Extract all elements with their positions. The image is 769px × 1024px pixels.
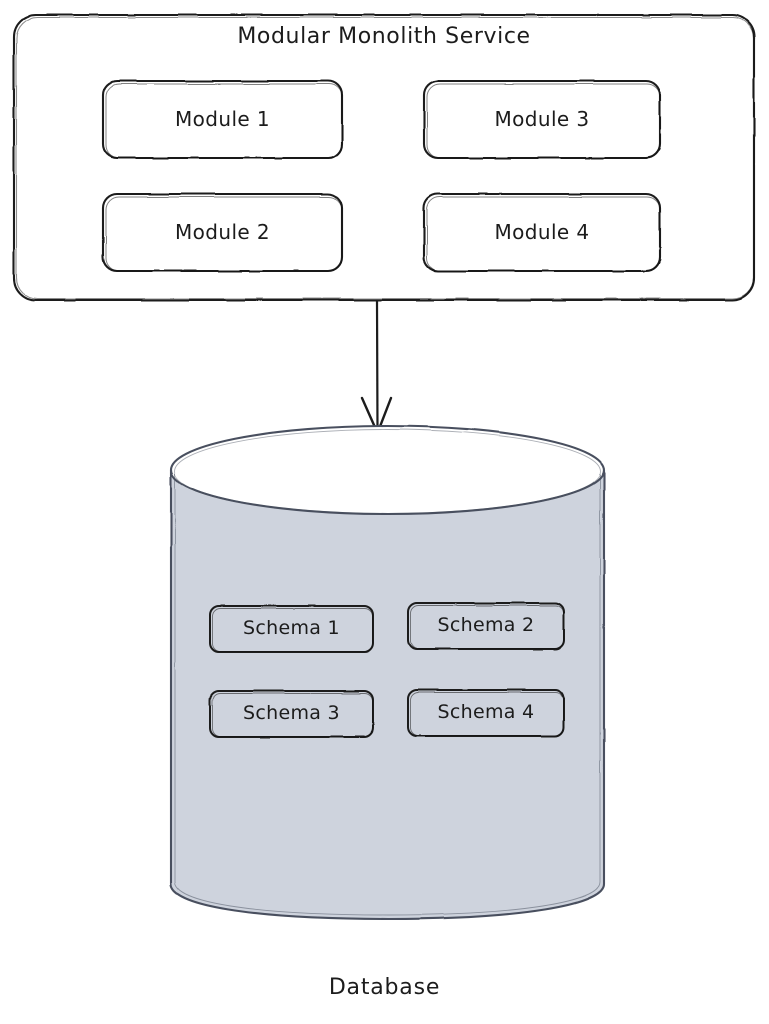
module-box-module-4[interactable]: [422, 192, 662, 273]
schema-box-schema-2[interactable]: [407, 602, 565, 650]
schema-box-schema-4[interactable]: [407, 689, 565, 737]
database-caption: Database: [328, 975, 441, 1000]
page-title: Modular Monolith Service: [237, 24, 531, 49]
module-box-module-2[interactable]: [101, 192, 344, 273]
database-cylinder-shape[interactable]: [169, 424, 606, 921]
module-box-module-1[interactable]: [101, 79, 344, 160]
schema-label-schema-3: Schema 3: [243, 702, 340, 724]
schema-label-schema-2: Schema 2: [437, 614, 535, 636]
module-label-module-3: Module 3: [494, 107, 590, 131]
connector-arrow: [360, 299, 393, 435]
schema-box-schema-3[interactable]: [209, 690, 374, 738]
module-label-module-4: Module 4: [494, 220, 590, 244]
schema-label-schema-1: Schema 1: [243, 617, 340, 639]
schema-box-schema-1[interactable]: [209, 605, 374, 653]
module-label-module-2: Module 2: [174, 220, 270, 244]
module-box-module-3[interactable]: [422, 79, 662, 160]
schema-label-schema-4: Schema 4: [437, 701, 535, 723]
module-label-module-1: Module 1: [174, 107, 270, 131]
